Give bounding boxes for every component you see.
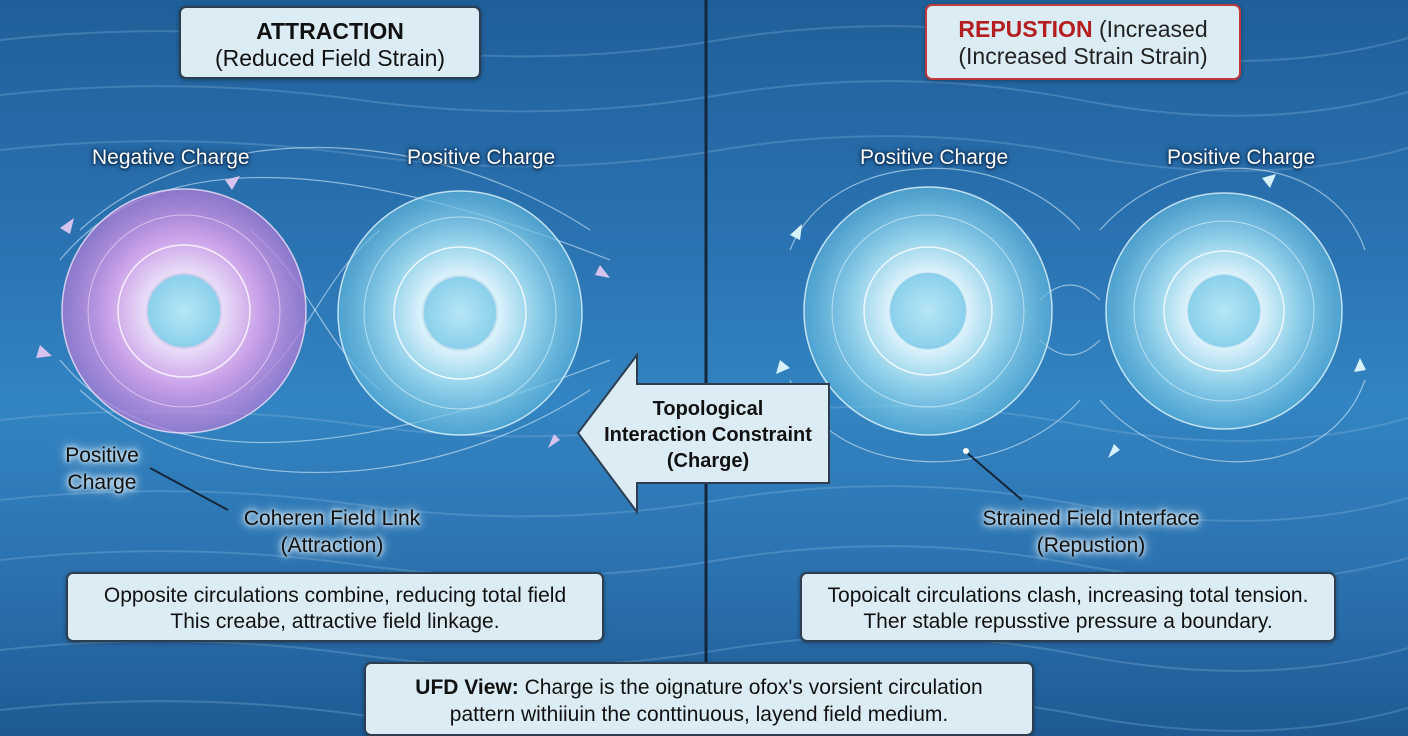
ufd-view-box: UFD View: Charge is the oignature ofox's… <box>364 662 1034 736</box>
attraction-title: ATTRACTION <box>256 18 404 44</box>
repulsion-desc-line1: Topoicalt circulations clash, increasing… <box>827 584 1309 607</box>
arrow-line1: Topological <box>652 398 764 420</box>
repulsion-desc-line2: Ther stable repusstive pressure a bounda… <box>863 610 1273 633</box>
negative-charge-torus <box>61 188 307 434</box>
positive-charge-label-right-a: Positive Charge <box>860 146 1009 169</box>
ufd-view-label: UFD View: <box>415 676 519 699</box>
circulation-arrows-right <box>776 174 1366 458</box>
interface-label-line2: (Repustion) <box>1036 534 1146 557</box>
constraint-arrow <box>576 352 830 516</box>
interface-label-line1: Strained Field Interface <box>982 507 1200 530</box>
attraction-desc-line2: This creabe, attractive field linkage. <box>170 610 500 633</box>
attraction-description-box: Opposite circulations combine, reducing … <box>66 572 604 642</box>
interface-pointer-line <box>965 451 1023 501</box>
positive-charge-torus-right-b <box>1105 192 1343 430</box>
positive-charge-torus-left <box>337 190 583 436</box>
link-label-line1: Coheren Field Link <box>243 507 421 530</box>
repulsion-description-box: Topoicalt circulations clash, increasing… <box>800 572 1336 642</box>
ufd-view-line1: Charge is the oignature ofox's vorsient … <box>518 676 983 699</box>
coherent-field-link-label: Coheren Field Link (Attraction) <box>212 505 452 559</box>
interface-point <box>963 448 969 454</box>
ufd-view-line2: pattern withiiuin the conttinuous, layen… <box>449 703 949 726</box>
positive-charge-torus-right-a <box>803 186 1053 436</box>
repulsion-subtitle: (Increased Strain Strain) <box>958 43 1208 69</box>
link-pointer-line <box>149 467 229 511</box>
side-label-line1: Positive <box>65 444 139 467</box>
circulation-arrows-left <box>36 176 610 448</box>
attraction-desc-line1: Opposite circulations combine, reducing … <box>103 584 567 607</box>
positive-charge-label-right-b: Positive Charge <box>1167 146 1316 169</box>
strained-interface-label: Strained Field Interface (Repustion) <box>956 505 1226 559</box>
attraction-title-box: ATTRACTION (Reduced Field Strain) <box>179 6 481 79</box>
repulsion-title-box: REPUSTION (Increased (Increased Strain S… <box>925 4 1241 80</box>
positive-charge-side-label: Positive Charge <box>52 442 152 496</box>
arrow-line3: (Charge) <box>666 450 750 472</box>
repulsion-title: REPUSTION <box>958 16 1093 42</box>
arrow-line2: Interaction Constraint <box>604 424 812 446</box>
link-label-line2: (Attraction) <box>280 534 384 557</box>
negative-charge-label: Negative Charge <box>92 146 250 169</box>
repulsion-title-suffix: (Increased <box>1098 16 1208 42</box>
attraction-subtitle: (Reduced Field Strain) <box>214 45 446 71</box>
constraint-arrow-label: Topological Interaction Constraint (Char… <box>588 396 828 474</box>
positive-charge-label-left: Positive Charge <box>407 146 556 169</box>
side-label-line2: Charge <box>67 471 137 494</box>
